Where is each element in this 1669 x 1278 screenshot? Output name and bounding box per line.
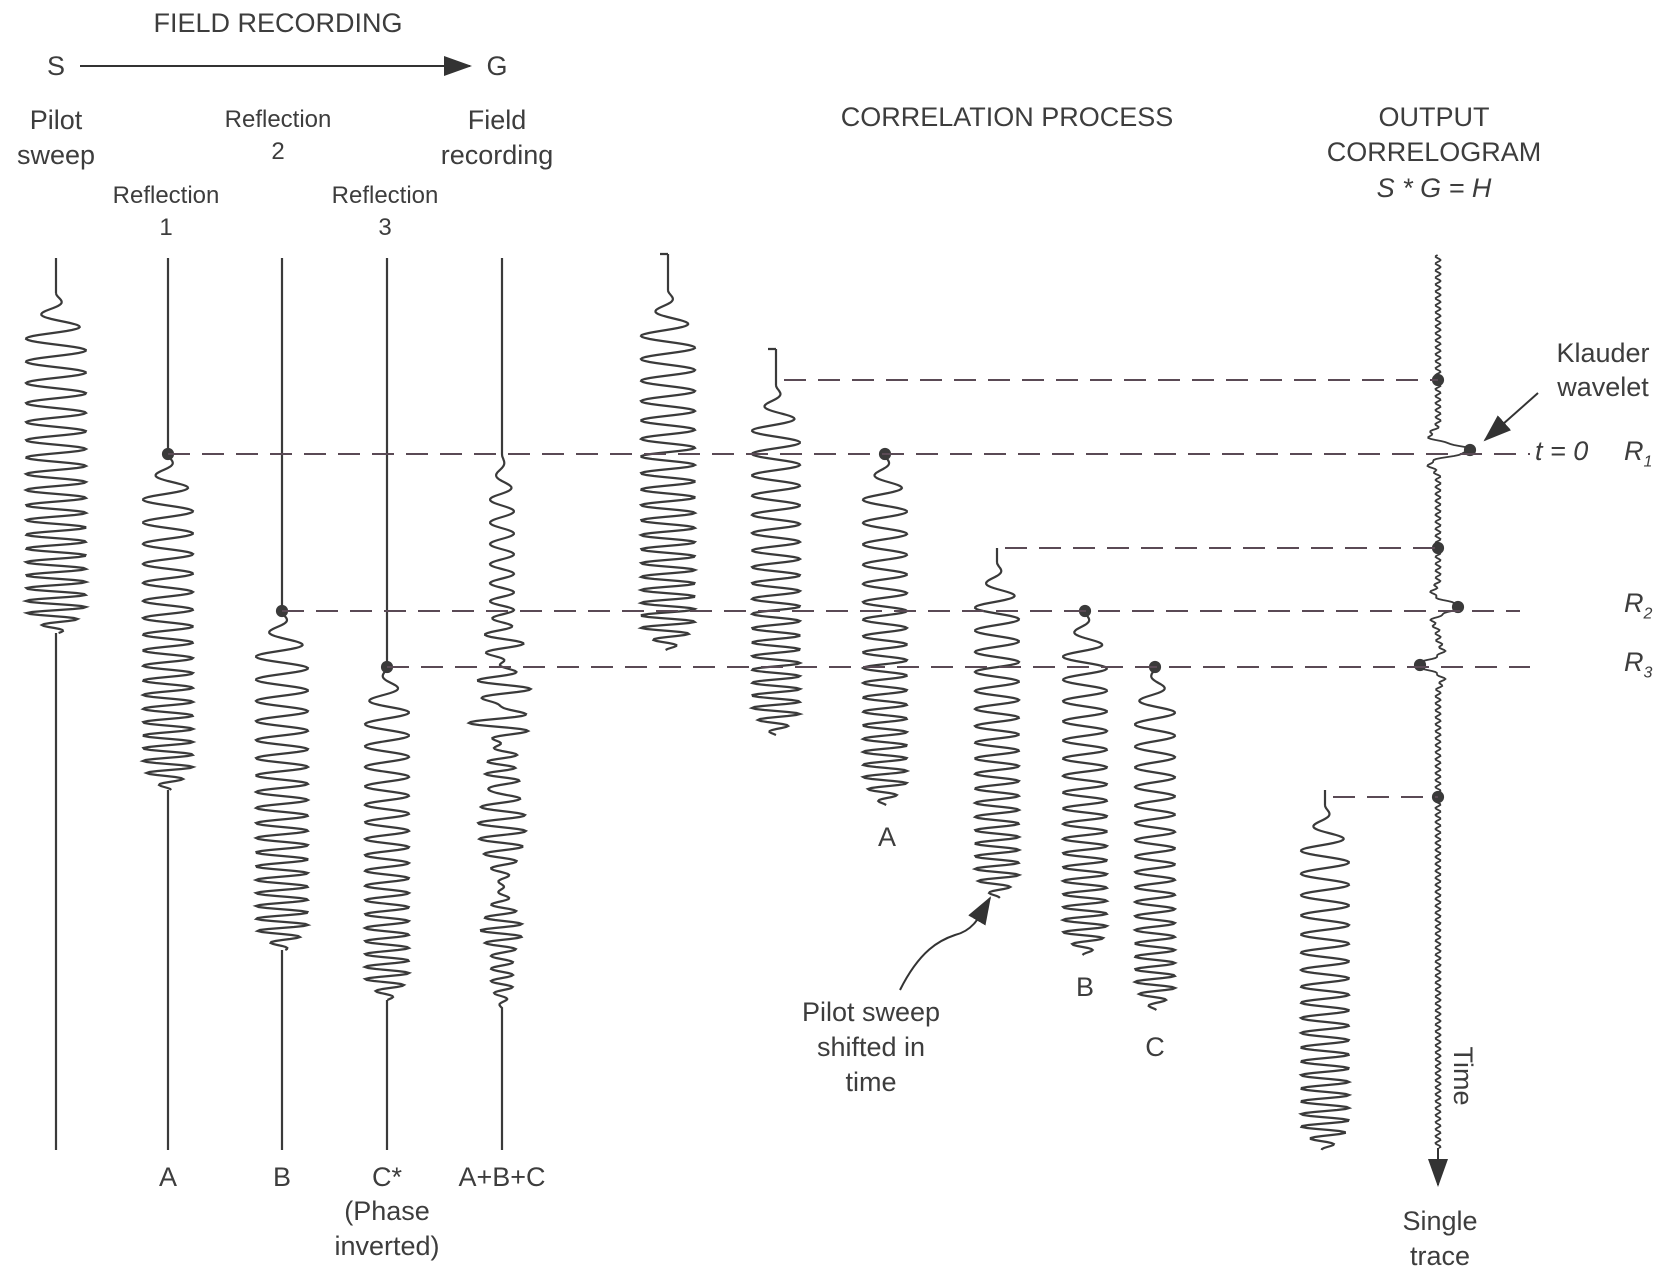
reflection-1-trace <box>139 258 197 1150</box>
r3-label-sub: 3 <box>1643 664 1653 682</box>
corr-b-label: B <box>1075 972 1095 1002</box>
geophone-letter: G <box>486 51 508 81</box>
pilot-shifted-label-2: shifted in <box>816 1032 926 1062</box>
corr-sweep-a <box>860 453 911 806</box>
phase-inverted-label-1: (Phase <box>344 1196 430 1226</box>
output-title-2: CORRELOGRAM <box>1326 137 1542 167</box>
source-letter: S <box>46 51 66 81</box>
r3-label-base: R <box>1624 647 1644 677</box>
reflection-3-trace <box>361 258 413 1150</box>
pilot-sweep-trace <box>21 258 90 1150</box>
r1-label-base: R <box>1624 436 1644 466</box>
trace-c-star-label: C* <box>371 1162 403 1192</box>
output-correlogram-trace <box>1419 254 1474 1149</box>
reflection-3-label-1: Reflection <box>331 182 439 209</box>
shifted-sweep-2 <box>748 347 804 737</box>
field-recording-trace <box>466 258 533 1150</box>
pilot-shifted-arrow <box>899 896 992 991</box>
klauder-wavelet-label-1: Klauder <box>1556 338 1650 368</box>
r2-label-base: R <box>1624 588 1644 618</box>
reflection-1-label-2: 1 <box>159 214 173 241</box>
reflection-1-label-1: Reflection <box>112 182 220 209</box>
pilot-sweep-label-1: Pilot <box>29 105 83 135</box>
r2-label-sub: 2 <box>1643 605 1653 623</box>
r1-label: R1 <box>1624 434 1652 479</box>
t-zero-label: t = 0 <box>1535 436 1589 466</box>
output-title-1: OUTPUT <box>1378 102 1490 132</box>
trace-b-label: B <box>272 1162 292 1192</box>
r3-peak-dot <box>1413 658 1427 672</box>
reflection-2-label-1: Reflection <box>224 106 332 133</box>
shifted-sweep-1 <box>637 252 699 651</box>
klauder-wavelet-label-2: wavelet <box>1557 372 1649 402</box>
r3-label: R3 <box>1624 645 1652 690</box>
field-recording-label-1: Field <box>467 105 527 135</box>
klauder-wavelet-arrow <box>1483 392 1539 442</box>
r2-label: R2 <box>1624 586 1652 631</box>
reflection-2-label-2: 2 <box>271 138 285 165</box>
reflection-2-trace <box>252 258 312 1150</box>
field-recording-title: FIELD RECORDING <box>153 8 403 38</box>
trace-a-label: A <box>158 1162 178 1192</box>
reflection-3-label-2: 3 <box>378 214 392 241</box>
time-axis-label: Time <box>1448 1046 1478 1106</box>
pilot-sweep-label-2: sweep <box>16 140 96 170</box>
pilot-shifted-label-3: time <box>845 1067 897 1097</box>
field-recording-label-2: recording <box>440 140 554 170</box>
single-trace-label-2: trace <box>1409 1241 1471 1271</box>
shifted-sweep-late <box>1298 790 1353 1151</box>
trace-abc-label: A+B+C <box>458 1162 546 1192</box>
phase-inverted-label-2: inverted) <box>334 1231 440 1261</box>
corr-sweep-pilot-shifted <box>971 548 1023 899</box>
corr-sweep-b <box>1059 610 1110 956</box>
corr-sweep-c <box>1132 666 1179 1011</box>
pilot-shifted-label-1: Pilot sweep <box>801 997 941 1027</box>
single-trace-label-1: Single <box>1402 1206 1478 1236</box>
corr-a-label: A <box>877 822 897 852</box>
correlation-process-title: CORRELATION PROCESS <box>840 102 1174 132</box>
r1-label-sub: 1 <box>1643 453 1653 471</box>
corr-c-label: C <box>1145 1032 1165 1062</box>
output-formula: S * G = H <box>1376 173 1492 203</box>
